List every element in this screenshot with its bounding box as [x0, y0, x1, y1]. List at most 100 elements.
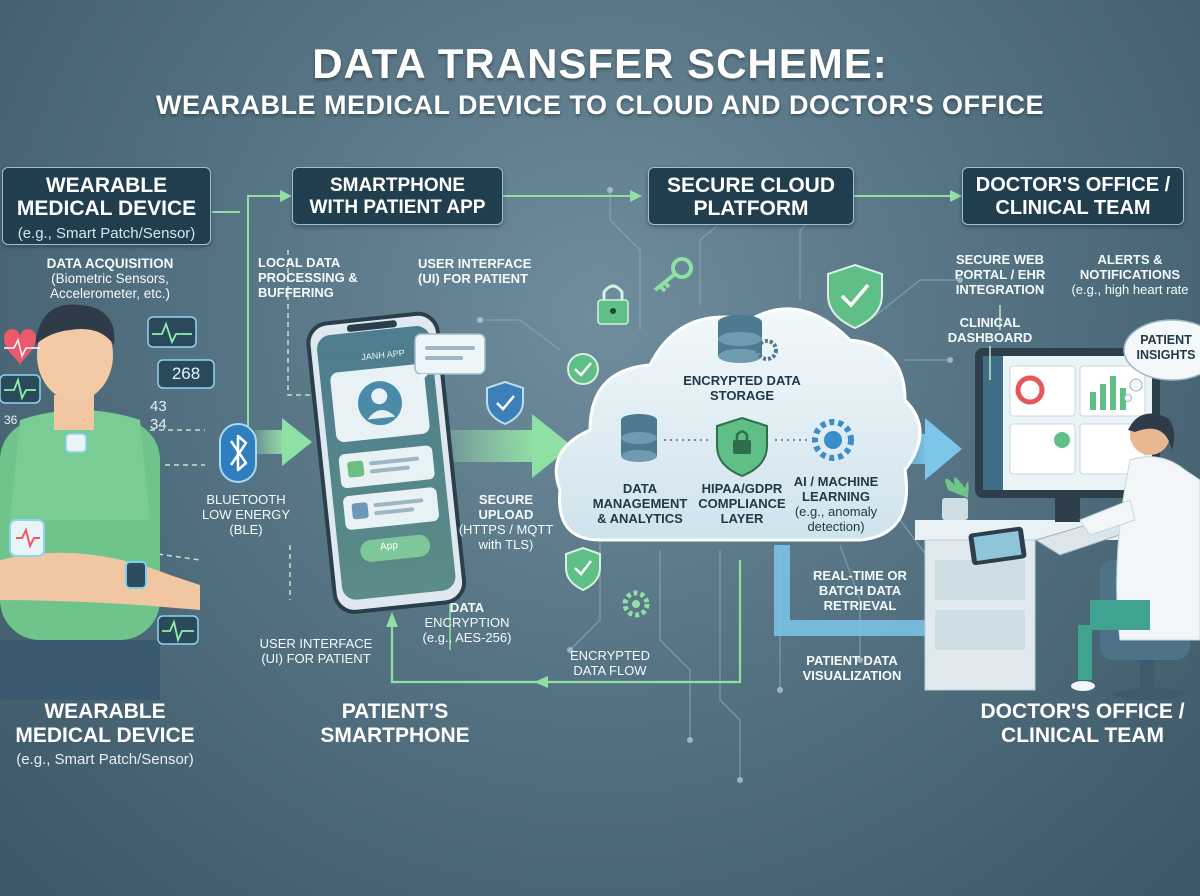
data-acquisition-line2: Accelerometer, etc.) [49, 286, 171, 301]
smartphone-header-line1: SMARTPHONE [329, 175, 466, 196]
ai-gear-icon [812, 419, 854, 461]
smartphone-header-box: SMARTPHONE WITH PATIENT APP [292, 167, 503, 225]
shield-check-icon-phone [486, 380, 524, 426]
header-arrowheads [280, 190, 962, 202]
data-management-label: DATA MANAGEMENT & ANALYTICS [585, 481, 695, 526]
reading-34: 34 [150, 416, 167, 433]
secure-upload-line4: with TLS) [478, 537, 534, 552]
reading-268-panel [157, 359, 215, 389]
secure-upload-line1: SECURE [478, 492, 534, 507]
ble-line2: LOW ENERGY [201, 507, 291, 522]
bottom-doctor-line2: CLINICAL TEAM [1001, 724, 1164, 747]
ui-bottom-line1: USER INTERFACE [259, 636, 373, 651]
patient-insights-bubble [1123, 319, 1200, 402]
retrieval-line2: BATCH DATA [818, 583, 902, 598]
clinical-dashboard-line1: CLINICAL [959, 315, 1021, 330]
reading-43: 43 [150, 398, 167, 415]
local-processing-line1: LOCAL DATA [258, 255, 341, 270]
shield-check-icon-cloud [827, 263, 883, 330]
reading-36: 36 [4, 413, 18, 427]
web-portal-line2: PORTAL / EHR [954, 267, 1046, 282]
pulse-monitor-icon [147, 316, 197, 348]
clinical-dashboard-line2: DASHBOARD [947, 330, 1033, 345]
data-management-line2: MANAGEMENT [592, 496, 688, 511]
database-icon-storage [718, 315, 778, 363]
doctor-workstation [915, 348, 1200, 691]
doctor-figure [1071, 413, 1200, 700]
bottom-wearable-note: (e.g., Smart Patch/Sensor) [16, 751, 194, 768]
alerts-line3: (e.g., high heart rate [1071, 282, 1189, 297]
ble-label: BLUETOOTH LOW ENERGY (BLE) [196, 492, 296, 537]
secure-upload-label: SECURE UPLOAD (HTTPS / MQTT with TLS) [446, 492, 566, 552]
encrypted-storage-line1: ENCRYPTED DATA [683, 373, 801, 388]
reading-268: 268 [171, 364, 201, 383]
retrieval-label: REAL-TIME OR BATCH DATA RETRIEVAL [800, 568, 920, 613]
doctor-header-line1: DOCTOR'S OFFICE / [975, 174, 1171, 196]
ai-ml-line1: AI / MACHINE [793, 474, 879, 489]
data-encryption-line3: (e.g., AES-256) [422, 630, 512, 645]
bottom-phone-label: PATIENT’S SMARTPHONE [295, 700, 495, 748]
key-icon [653, 257, 693, 293]
wearable-header-line1: WEARABLE [45, 174, 168, 197]
bottom-wearable-line1: WEARABLE [44, 700, 166, 723]
header-arrows [212, 195, 950, 480]
data-acquisition-title: DATA ACQUISITION [46, 256, 174, 271]
retrieval-line1: REAL-TIME OR [813, 568, 907, 583]
pulse-monitor-low-icon [157, 615, 199, 645]
web-portal-label: SECURE WEB PORTAL / EHR INTEGRATION [940, 252, 1060, 297]
secure-upload-line3: (HTTPS / MQTT [458, 522, 554, 537]
ai-ml-line2: LEARNING [802, 489, 870, 504]
bottom-doctor-line1: DOCTOR'S OFFICE / [980, 700, 1185, 723]
bottom-phone-line1: PATIENT’S [341, 700, 449, 723]
bottom-doctor-label: DOCTOR'S OFFICE / CLINICAL TEAM [965, 700, 1200, 748]
web-portal-line3: INTEGRATION [955, 282, 1045, 297]
gear-icon-low [622, 590, 650, 618]
ai-ml-label: AI / MACHINE LEARNING (e.g., anomaly det… [786, 474, 886, 534]
encrypted-return-flow [390, 560, 742, 684]
local-processing-line3: BUFFERING [258, 285, 334, 300]
chat-bubble-icon [414, 333, 486, 386]
encrypted-flow-line1: ENCRYPTED [570, 648, 650, 663]
visualization-label: PATIENT DATA VISUALIZATION [792, 653, 912, 683]
alerts-label: ALERTS & NOTIFICATIONS (e.g., high heart… [1060, 252, 1200, 297]
ui-top-line1: USER INTERFACE [418, 256, 532, 271]
upload-arrow [448, 414, 572, 478]
doctor-header-line2: CLINICAL TEAM [995, 197, 1151, 219]
ble-arrow [255, 418, 312, 466]
ble-line1: BLUETOOTH [206, 492, 286, 507]
encrypted-storage-label: ENCRYPTED DATA STORAGE [672, 373, 812, 403]
ui-top-label: USER INTERFACE (UI) FOR PATIENT [418, 256, 558, 286]
wearable-header-note: (e.g., Smart Patch/Sensor) [17, 225, 196, 242]
doctor-label-leaders [989, 305, 1001, 380]
compliance-shield-icon [716, 416, 768, 478]
smartphone-illustration [306, 311, 467, 614]
ui-bottom-label: USER INTERFACE (UI) FOR PATIENT [246, 636, 386, 666]
diagram-subtitle: WEARABLE MEDICAL DEVICE TO CLOUD AND DOC… [156, 90, 1044, 120]
encrypted-flow-label: ENCRYPTED DATA FLOW [555, 648, 665, 678]
encrypted-flow-line2: DATA FLOW [573, 663, 647, 678]
patient-figure [0, 304, 200, 700]
lock-icon [597, 284, 629, 325]
data-management-line3: & ANALYTICS [597, 511, 683, 526]
data-acquisition-label: DATA ACQUISITION (Biometric Sensors, Acc… [10, 256, 210, 301]
database-icon-management [621, 414, 657, 462]
cloud-header-line1: SECURE CLOUD [666, 174, 835, 197]
patient-insights-line2: INSIGHTS [1136, 348, 1196, 362]
bottom-phone-line2: SMARTPHONE [320, 724, 470, 747]
compliance-line3: LAYER [720, 511, 764, 526]
alerts-line2: NOTIFICATIONS [1079, 267, 1181, 282]
patient-insights-line1: PATIENT [1140, 333, 1192, 347]
data-encryption-line1: DATA [449, 600, 485, 615]
local-processing-line2: PROCESSING & [258, 270, 358, 285]
wearable-header-box: WEARABLE MEDICAL DEVICE (e.g., Smart Pat… [2, 167, 211, 245]
visualization-line1: PATIENT DATA [806, 653, 898, 668]
data-encryption-line2: ENCRYPTION [424, 615, 510, 630]
local-processing-label: LOCAL DATA PROCESSING & BUFFERING [258, 255, 368, 300]
bottom-wearable-label: WEARABLE MEDICAL DEVICE (e.g., Smart Pat… [0, 700, 210, 772]
clinical-dashboard-label: CLINICAL DASHBOARD [945, 315, 1035, 345]
retrieval-line3: RETRIEVAL [823, 598, 897, 613]
doctor-header-box: DOCTOR'S OFFICE / CLINICAL TEAM [962, 167, 1184, 225]
data-management-line1: DATA [622, 481, 658, 496]
visualization-line2: VISUALIZATION [802, 668, 902, 683]
